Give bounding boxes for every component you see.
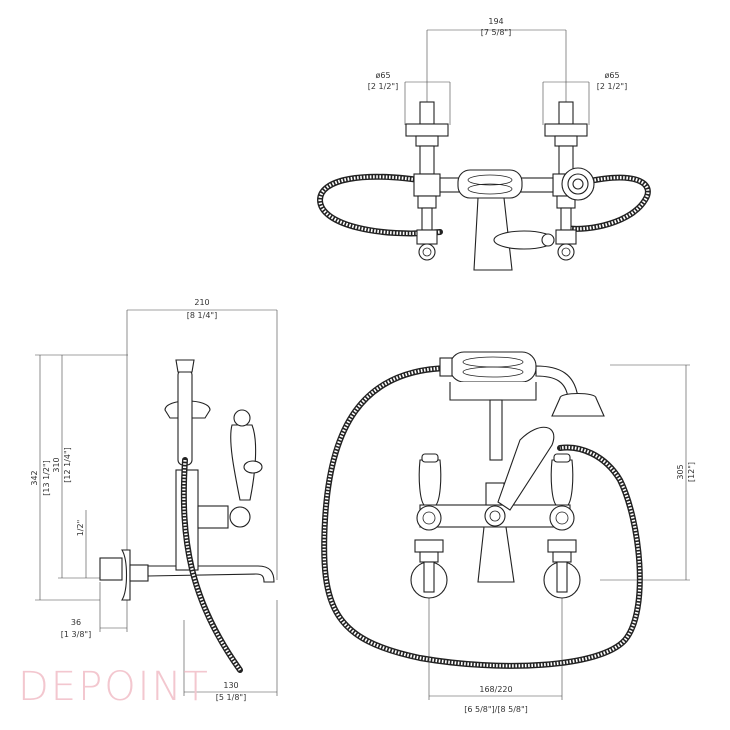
spout <box>473 197 513 271</box>
right-nut-front <box>547 539 577 553</box>
dim-spout-height-inch: [12 1/4"] <box>63 447 72 483</box>
cradle-front <box>449 382 537 401</box>
left-handle-top <box>419 101 435 125</box>
wall-nut <box>99 557 123 581</box>
right-shank <box>560 207 572 231</box>
dim-depth-value: 210 <box>194 298 209 307</box>
right-valve <box>549 505 575 531</box>
dim-left-diameter-value: ø65 <box>375 71 390 80</box>
dim-spout-height-value: 310 <box>52 457 61 472</box>
dim-handshower-height-inch: [12"] <box>687 462 696 482</box>
wall-flange <box>121 549 131 601</box>
riser <box>489 399 503 461</box>
right-nut <box>554 135 578 147</box>
dim-wall-offset-value: 36 <box>71 618 81 627</box>
dim-left-diameter-inch: [2 1/2"] <box>368 82 398 91</box>
dim-center-distance-inch: [6 5/8"]/[8 5/8"] <box>464 705 528 714</box>
dim-handshower-height-value: 305 <box>676 464 685 479</box>
left-lower-nut <box>417 195 437 209</box>
handshower-handle-side <box>177 369 193 466</box>
side-view: 210 [8 1/4"] 342 [13 1/2"] 310 [12 1/4"]… <box>30 298 278 702</box>
spout-side <box>147 565 275 583</box>
left-lever <box>418 459 442 506</box>
valve-cap <box>229 506 251 528</box>
valve-body <box>197 505 229 529</box>
left-nut <box>415 135 439 147</box>
brand-logo: DEPOINT <box>18 664 210 710</box>
spout-front <box>477 526 515 583</box>
left-union <box>416 229 438 245</box>
left-body <box>413 173 441 197</box>
diverter-lever-front <box>497 426 555 511</box>
handshower-head-front <box>551 392 605 417</box>
dim-width-inch: [7 5/8"] <box>481 28 511 37</box>
lever-handle <box>230 424 257 501</box>
dim-center-distance-value: 168/220 <box>479 685 512 694</box>
diverter-cap <box>484 505 506 527</box>
dim-total-height-inch: [13 1/2"] <box>42 460 51 496</box>
top-view: 194 [7 5/8"] ø65 [2 1/2"] ø65 [2 1/2"] <box>316 17 651 271</box>
left-valve <box>416 505 442 531</box>
dim-spout-reach-value: 130 <box>223 681 238 690</box>
right-flange <box>544 123 588 137</box>
right-handle-top <box>558 101 574 125</box>
left-stem <box>419 145 435 175</box>
right-inlet <box>557 243 575 261</box>
dim-right-diameter-inch: [2 1/2"] <box>597 82 627 91</box>
dim-wall-offset-inch: [1 3/8"] <box>61 630 91 639</box>
dim-width-value: 194 <box>488 17 503 26</box>
wall-union <box>129 564 149 582</box>
dim-thread-value: 1/2" <box>76 520 85 537</box>
dim-spout-reach-inch: [5 1/8"] <box>216 693 246 702</box>
dim-total-height-value: 342 <box>30 470 39 485</box>
left-nut-front <box>414 539 444 553</box>
left-flange <box>405 123 449 137</box>
dim-right-diameter-value: ø65 <box>604 71 619 80</box>
dim-depth-inch: [8 1/4"] <box>187 311 217 320</box>
hose-end <box>439 357 453 377</box>
front-view: 305 [12"] 168/220 [6 5/8"]/[8 5/8"] <box>321 351 696 714</box>
left-inlet <box>418 243 436 261</box>
right-lever <box>550 459 574 506</box>
right-union <box>555 229 577 245</box>
left-shank <box>421 207 433 231</box>
